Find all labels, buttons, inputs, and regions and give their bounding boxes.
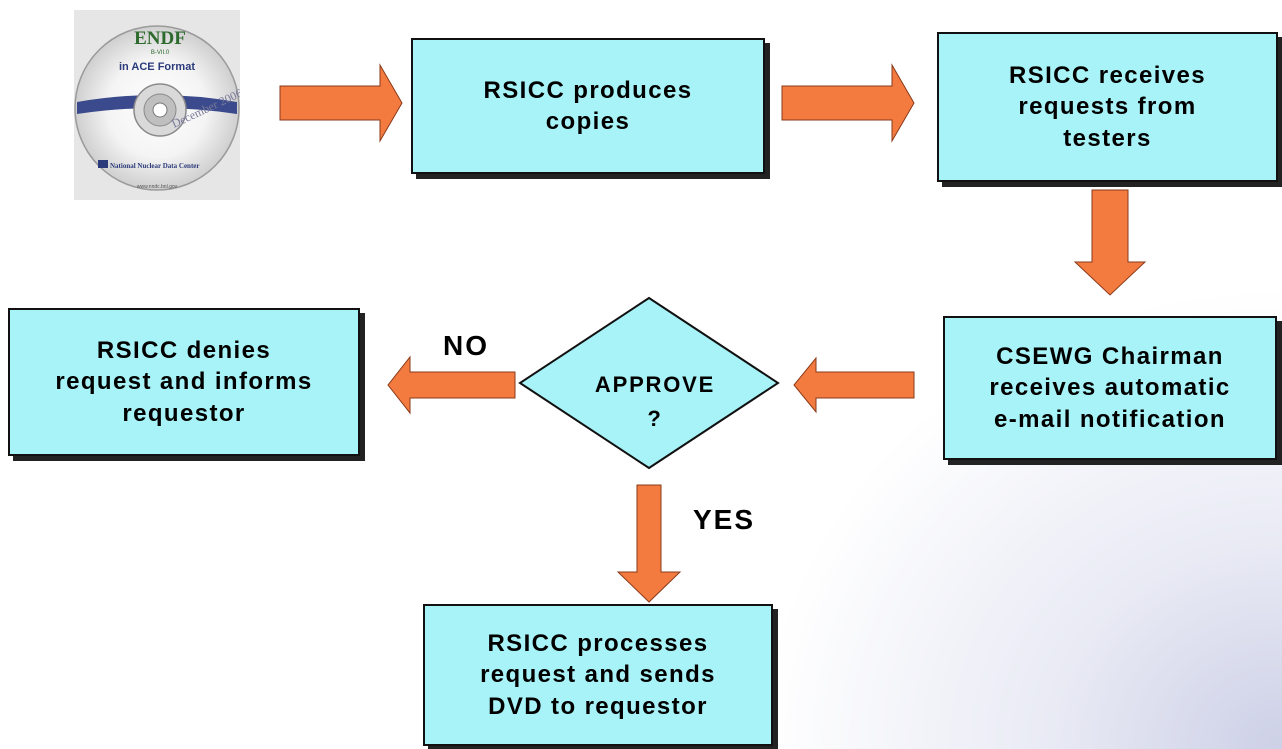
box-rsicc-receives-text: RSICC receives requests from testers <box>1008 62 1207 152</box>
arrow-right-2 <box>781 63 915 143</box>
box-rsicc-processes: RSICC processes request and sends DVD to… <box>423 604 773 746</box>
arrow-right-1 <box>279 63 403 143</box>
cd-logo-subtext: B-VII.0 <box>151 50 170 56</box>
box-rsicc-produces: RSICC produces copies <box>411 38 765 174</box>
cd-center-text: National Nuclear Data Center <box>110 162 200 170</box>
box-rsicc-denies: RSICC denies request and informs request… <box>8 308 360 456</box>
arrow-down-1 <box>1073 189 1147 296</box>
branch-no-label: NO <box>443 330 489 361</box>
branch-yes-label: YES <box>693 504 756 535</box>
endf-cd-image: ENDF B-VII.0 in ACE Format December 2006… <box>74 10 244 200</box>
decision-label: APPROVE ? <box>594 372 716 432</box>
box-rsicc-denies-text: RSICC denies request and informs request… <box>55 337 313 427</box>
decision-diamond <box>518 296 780 470</box>
box-rsicc-produces-text: RSICC produces copies <box>483 76 693 135</box>
box-csewg-chairman: CSEWG Chairman receives automatic e-mail… <box>943 316 1277 460</box>
cd-logo-text: ENDF <box>134 28 186 49</box>
arrow-left-1 <box>793 356 915 414</box>
box-rsicc-processes-text: RSICC processes request and sends DVD to… <box>480 630 716 720</box>
box-csewg-chairman-text: CSEWG Chairman receives automatic e-mail… <box>989 343 1231 433</box>
cd-format-text: in ACE Format <box>119 61 195 73</box>
box-rsicc-receives: RSICC receives requests from testers <box>937 32 1278 182</box>
arrow-down-2 <box>616 484 682 603</box>
cd-url-text: www.nndc.bnl.gov <box>137 184 178 190</box>
arrow-left-2 <box>387 355 516 415</box>
cd-disc-icon: ENDF B-VII.0 in ACE Format December 2006… <box>74 25 244 191</box>
